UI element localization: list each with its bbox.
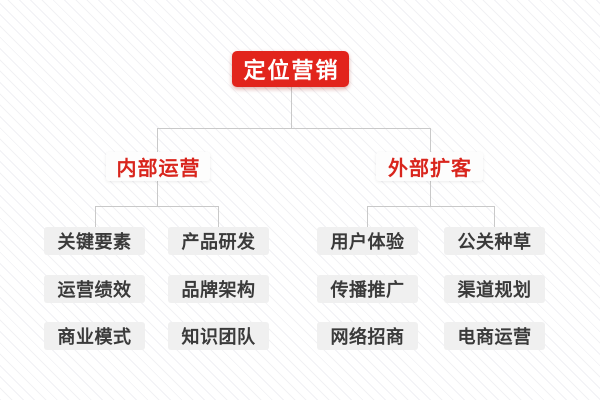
leaf-node-pr-seeding: 公关种草 [444,227,545,255]
branch-node-internal-operations: 内部运营 [106,152,210,181]
leaf-node-user-experience: 用户体验 [317,227,418,255]
connector-drop-external [430,128,431,152]
connector-root-stem [291,87,292,128]
root-node-positioning-marketing: 定位营销 [232,51,349,87]
leaf-node-communication-promotion: 传播推广 [317,275,418,303]
leaf-node-brand-architecture: 品牌架构 [168,275,269,303]
connector-internal-stem [157,181,158,206]
leaf-node-operation-performance: 运营绩效 [44,275,145,303]
connector-external-drop-left [367,206,368,227]
connector-internal-drop-right [218,206,219,227]
leaf-node-product-development: 产品研发 [168,227,269,255]
leaf-node-business-model: 商业模式 [44,322,145,350]
leaf-node-ecommerce-operation: 电商运营 [444,322,545,350]
connector-drop-internal [157,128,158,152]
connector-internal-drop-left [95,206,96,227]
branch-node-external-expansion: 外部扩客 [376,152,483,181]
connector-external-stem [430,181,431,206]
leaf-node-channel-planning: 渠道规划 [444,275,545,303]
leaf-node-online-merchant-recruiting: 网络招商 [317,322,418,350]
connector-root-crossbar [157,128,431,129]
leaf-node-knowledge-team: 知识团队 [168,322,269,350]
leaf-node-key-elements: 关键要素 [44,227,145,255]
connector-external-drop-right [494,206,495,227]
connector-external-crossbar [367,206,494,207]
connector-internal-crossbar [95,206,219,207]
